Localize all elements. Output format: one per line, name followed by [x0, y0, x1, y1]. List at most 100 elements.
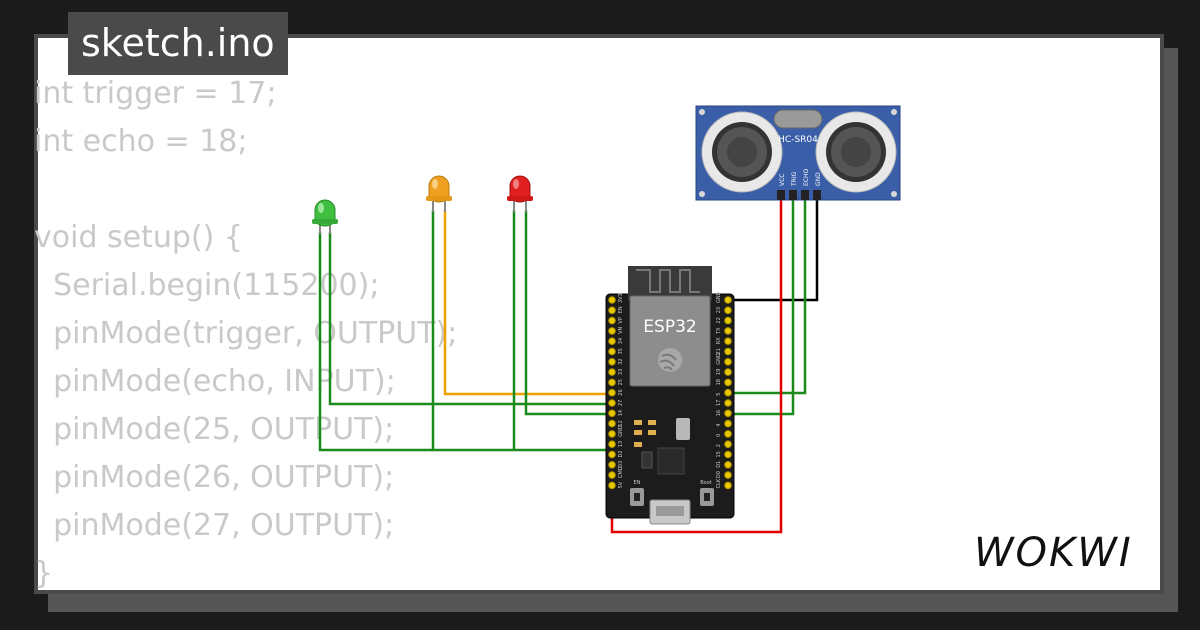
left-pin-7[interactable] [608, 368, 616, 376]
right-pin-5[interactable] [724, 347, 732, 356]
left-pin-5[interactable] [608, 347, 616, 356]
code-editor[interactable]: int trigger = 17; int echo = 18; void se… [34, 70, 457, 598]
code-line: void setup() { [34, 220, 243, 255]
left-pin-4[interactable] [608, 337, 616, 346]
led-red[interactable] [507, 175, 533, 212]
sensor-pin-vcc: VCC [779, 174, 786, 186]
right-pin-3[interactable] [724, 327, 732, 335]
en-button[interactable] [630, 488, 644, 506]
left-pin-label: 3V3 [618, 293, 624, 303]
right-pin-label: 23 [716, 307, 722, 313]
right-pin-6[interactable] [724, 358, 732, 366]
left-pin-label: CMD [618, 466, 624, 478]
left-pin-label: 32 [618, 358, 624, 364]
left-pin-label: 33 [618, 369, 624, 375]
right-pin-9[interactable] [724, 388, 732, 397]
right-pin-14[interactable] [724, 440, 732, 449]
file-tab[interactable]: sketch.ino [68, 12, 288, 75]
left-pin-10[interactable] [608, 399, 616, 407]
sensor-transducer-right [815, 111, 897, 193]
left-pin-label: D3 [618, 461, 624, 468]
preview-card [34, 34, 1164, 594]
led-green[interactable] [312, 199, 338, 234]
left-pin-label: 13 [618, 441, 624, 447]
right-pin-label: 19 [716, 369, 722, 375]
en-button-label: EN [634, 480, 641, 486]
code-line: pinMode(25, OUTPUT); [34, 412, 395, 447]
right-pin-label: 21 [716, 348, 722, 354]
left-pin-14[interactable] [608, 440, 616, 449]
right-pin-label: GND [716, 291, 722, 303]
left-pin-18[interactable] [608, 481, 616, 490]
right-pin-label: 18 [716, 379, 722, 385]
right-pin-1[interactable] [724, 306, 732, 315]
right-pin-label: 2 [716, 444, 722, 447]
esp32-board[interactable]: ESP32 3V3ENVPVN343532332526271412GND13D2… [605, 266, 735, 525]
left-pin-1[interactable] [608, 306, 616, 315]
left-pin-0[interactable] [608, 296, 616, 304]
boot-button-label: Boot [700, 480, 712, 486]
right-pin-label: 5 [716, 393, 722, 396]
right-pin-label: 0 [716, 434, 722, 437]
led-yellow[interactable] [426, 175, 452, 212]
left-pin-label: EN [618, 306, 624, 313]
wire-sensor-trig [728, 198, 795, 416]
espressif-logo-icon [658, 348, 682, 372]
pins-left: 3V3ENVPVN343532332526271412GND13D2D3CMD5… [608, 293, 624, 490]
right-pin-label: RX [716, 337, 722, 344]
right-pin-10[interactable] [724, 399, 732, 407]
left-pin-label: 34 [618, 338, 624, 344]
right-pin-label: 16 [716, 410, 722, 416]
right-pin-13[interactable] [724, 430, 732, 438]
wokwi-logo-text: WOKWI [974, 530, 1133, 576]
right-pin-label: TX [716, 327, 722, 335]
left-pin-6[interactable] [608, 358, 616, 366]
left-pin-13[interactable] [608, 430, 616, 438]
right-pin-4[interactable] [724, 337, 732, 346]
sensor-model-label: HC-SR04 [778, 135, 818, 145]
left-pin-16[interactable] [608, 461, 616, 469]
hc-sr04-sensor[interactable]: HC-SR04 VCC TRIG ECHO GND [695, 105, 901, 201]
code-line: pinMode(26, OUTPUT); [34, 460, 395, 495]
wires [318, 198, 819, 534]
left-pin-label: VP [618, 317, 624, 323]
usb-port[interactable] [649, 499, 691, 525]
left-pin-15[interactable] [608, 450, 616, 459]
left-pin-9[interactable] [608, 388, 616, 397]
right-pin-2[interactable] [724, 316, 732, 325]
left-pin-label: GND [618, 425, 624, 437]
left-pin-8[interactable] [608, 378, 616, 387]
left-pin-label: 26 [618, 389, 624, 395]
right-pin-16[interactable] [724, 461, 732, 469]
left-pin-12[interactable] [608, 419, 616, 428]
left-pin-3[interactable] [608, 327, 616, 335]
right-pin-8[interactable] [724, 378, 732, 387]
wire-sensor-echo [728, 198, 807, 395]
boot-button[interactable] [700, 488, 714, 506]
sensor-pin-trig: TRIG [791, 171, 798, 187]
right-pin-15[interactable] [724, 450, 732, 459]
code-line: pinMode(echo, INPUT); [34, 364, 396, 399]
left-pin-label: 5V [618, 481, 624, 488]
left-pin-11[interactable] [608, 409, 616, 418]
right-pin-12[interactable] [724, 419, 732, 428]
left-pin-label: 27 [618, 400, 624, 406]
sensor-pin-gnd: GND [815, 172, 822, 186]
left-pin-label: D2 [618, 450, 624, 457]
right-pin-18[interactable] [724, 481, 732, 490]
left-pin-label: 12 [618, 420, 624, 426]
left-pin-2[interactable] [608, 316, 616, 325]
right-pin-7[interactable] [724, 368, 732, 376]
right-pin-17[interactable] [724, 471, 732, 479]
left-pin-label: 25 [618, 379, 624, 385]
left-pin-17[interactable] [608, 471, 616, 479]
wokwi-logo: WOKWI [974, 530, 1133, 576]
code-line: pinMode(27, OUTPUT); [34, 508, 395, 543]
left-pin-label: VN [618, 326, 624, 333]
right-pin-11[interactable] [724, 409, 732, 418]
right-pin-label: D0 [716, 471, 722, 478]
right-pin-0[interactable] [724, 296, 732, 304]
right-pin-label: 22 [716, 317, 722, 323]
